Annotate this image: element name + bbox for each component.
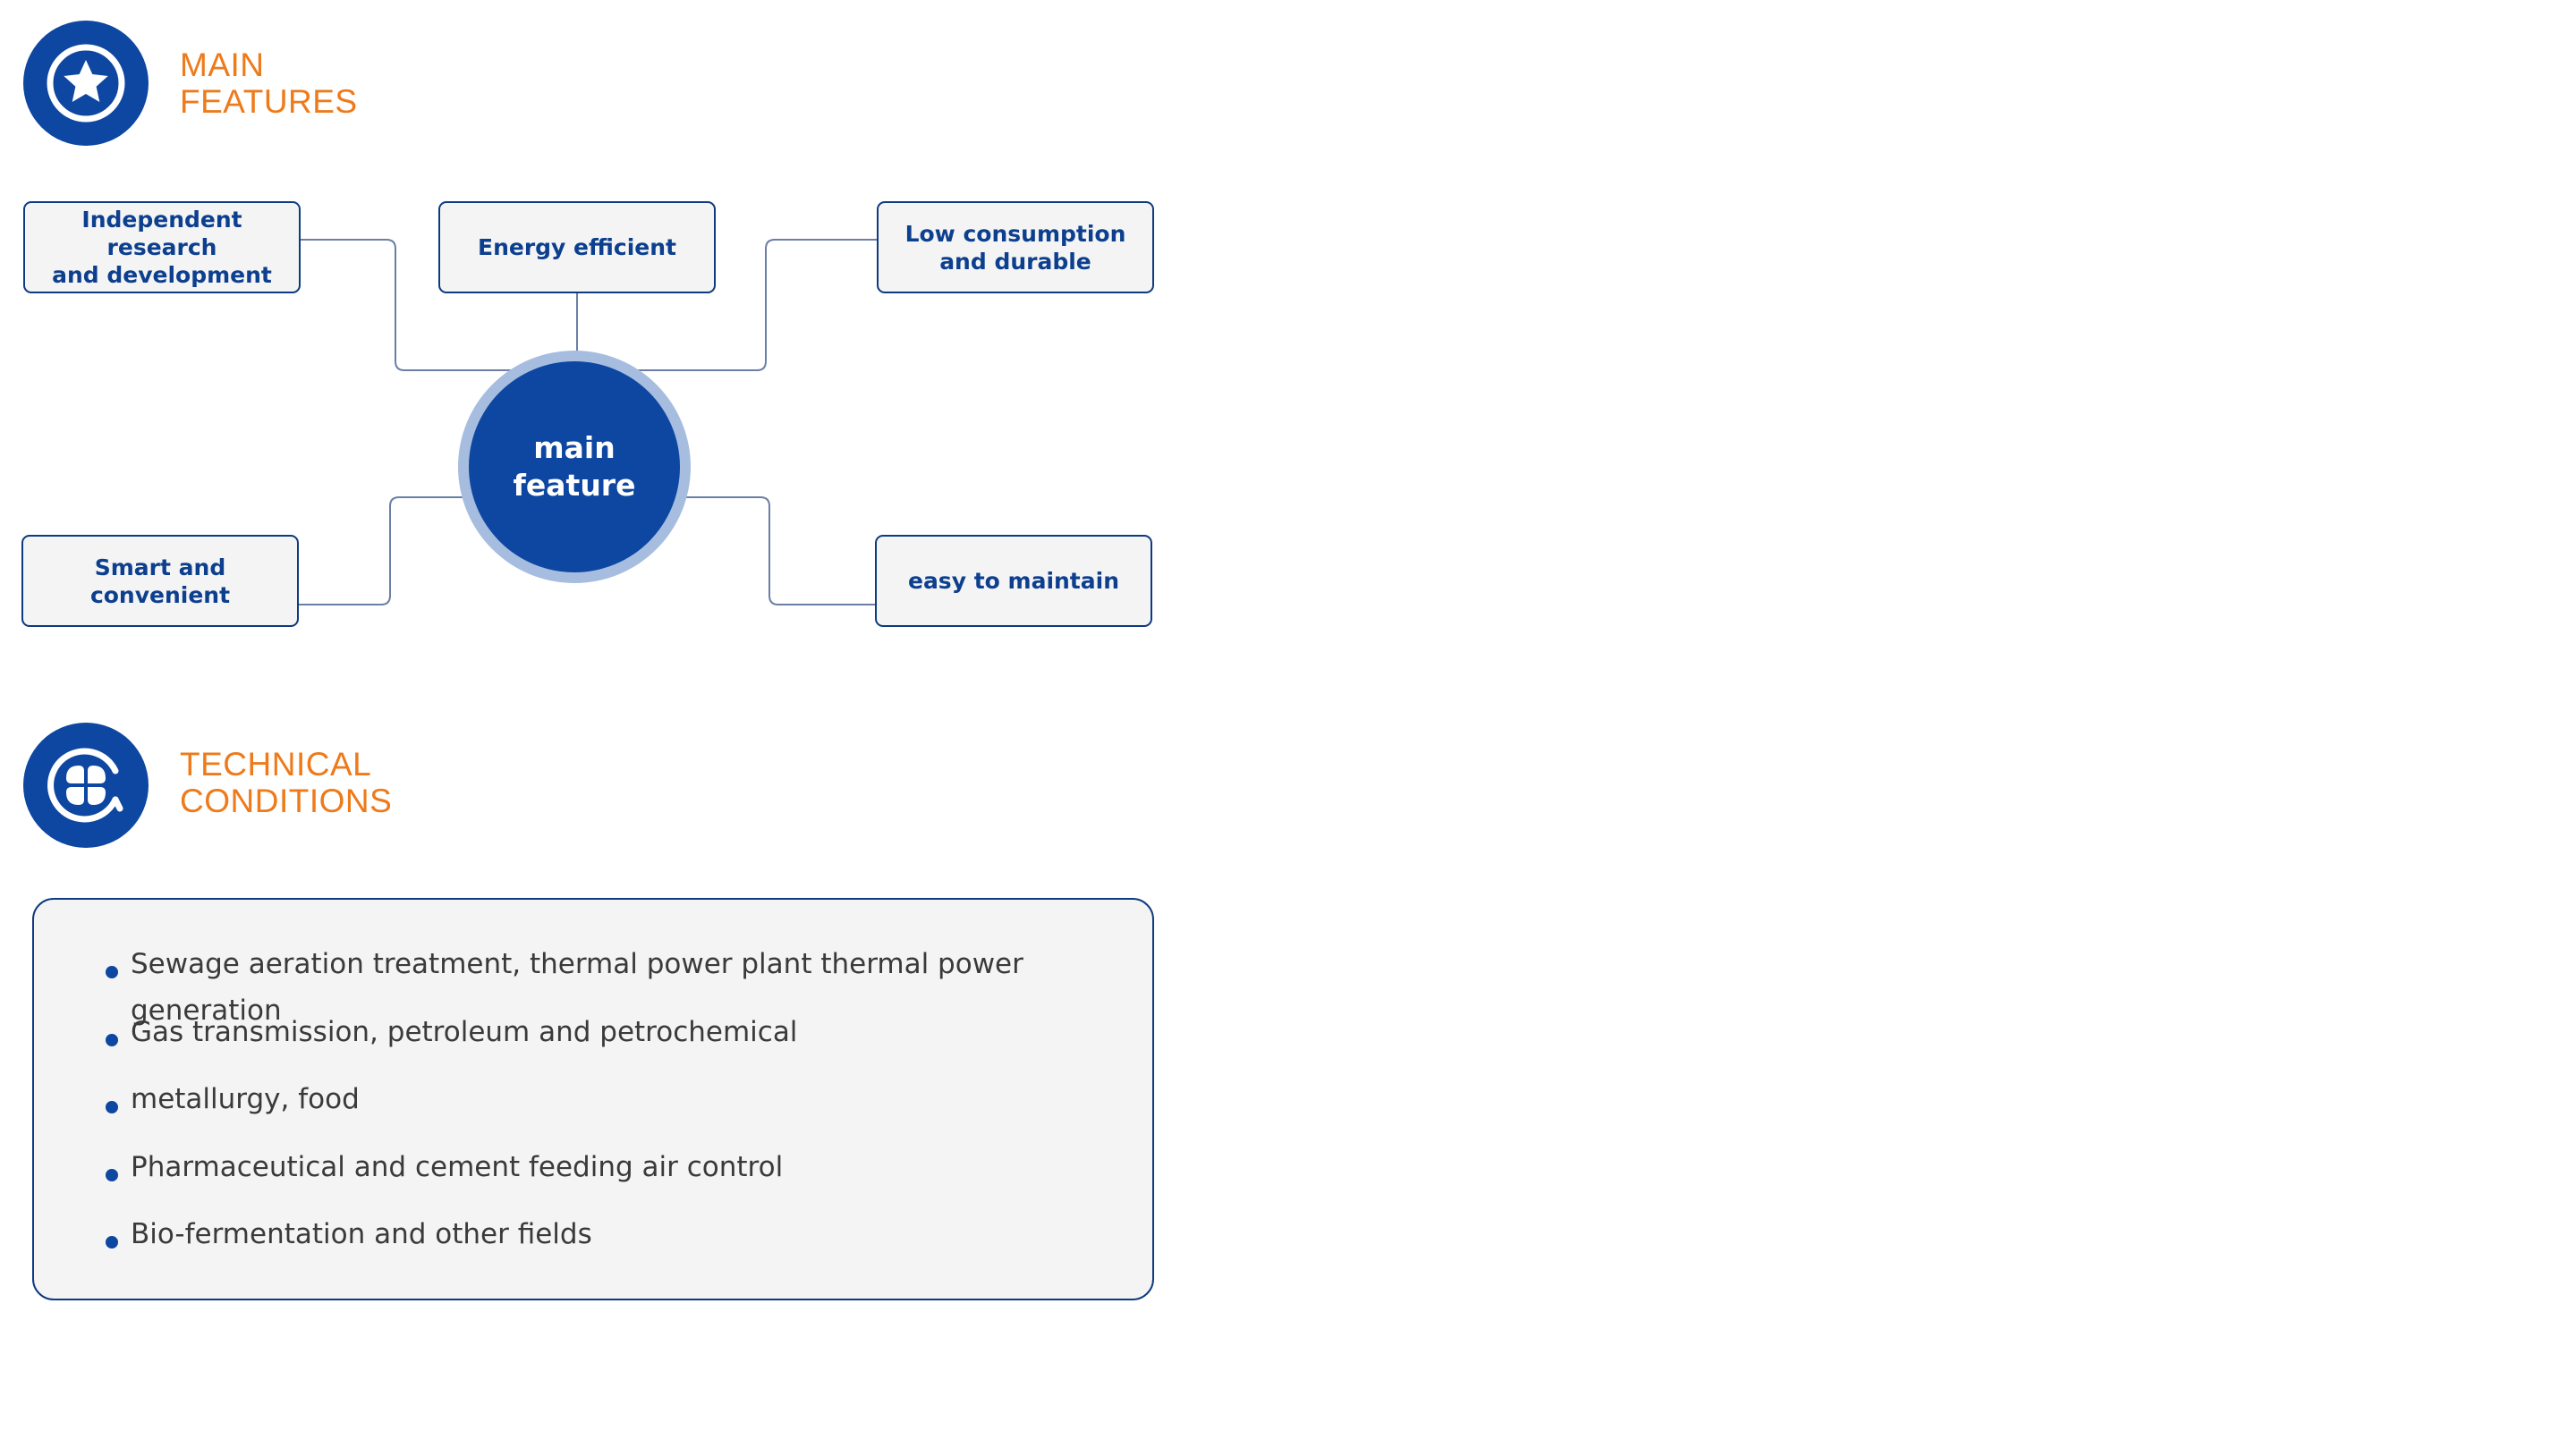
list-item: Bio-fermentation and other fields [70, 1211, 1152, 1279]
main-features-title: MAIN FEATURES [180, 47, 358, 120]
technical-conditions-panel: Sewage aeration treatment, thermal power… [32, 898, 1154, 1300]
connector-smart [299, 496, 463, 605]
main-feature-circle: main feature [469, 361, 680, 572]
bullet-dot [106, 1101, 118, 1113]
list-item: Pharmaceutical and cement feeding air co… [70, 1144, 1152, 1212]
feature-box-easy: easy to maintain [875, 535, 1152, 627]
list-item: Sewage aeration treatment, thermal power… [70, 941, 1152, 1027]
feature-box-smart: Smart and convenient [21, 535, 299, 627]
star-icon [47, 44, 125, 123]
list-item-text: Gas transmission, petroleum and petroche… [131, 1015, 798, 1048]
four-leaf-icon [47, 748, 123, 823]
main-feature-ring: main feature [458, 351, 691, 583]
feature-label-low-line2: and durable [939, 248, 1091, 275]
list-item: Gas transmission, petroleum and petroche… [70, 1009, 1152, 1077]
bullet-dot [106, 1168, 118, 1181]
main-feature-label-line1: main [533, 430, 616, 465]
main-features-title-line1: MAIN [180, 47, 265, 83]
feature-label-easy: easy to maintain [907, 568, 1119, 594]
feature-box-independent: Independent research and development [23, 201, 301, 293]
bullet-dot [106, 1236, 118, 1249]
bullet-dot [106, 966, 118, 978]
technical-conditions-badge [23, 723, 149, 848]
technical-conditions-title: TECHNICAL CONDITIONS [180, 746, 392, 819]
connector-independent [301, 239, 537, 371]
technical-conditions-title-line2: CONDITIONS [180, 783, 393, 819]
feature-label-energy: Energy efficient [478, 234, 676, 260]
feature-box-low-consumption: Low consumption and durable [877, 201, 1154, 293]
list-item: metallurgy, food [70, 1076, 1152, 1144]
list-item-text: Bio-fermentation and other fields [131, 1218, 592, 1250]
feature-label-smart-line1: Smart and [94, 554, 226, 580]
main-features-title-line2: FEATURES [180, 83, 358, 120]
list-item-text: Sewage aeration treatment, thermal power… [131, 948, 1023, 1027]
main-features-badge [23, 21, 149, 146]
bullet-dot [106, 1033, 118, 1046]
connector-low [633, 239, 877, 371]
technical-conditions-title-line1: TECHNICAL [180, 746, 372, 783]
list-item-text: metallurgy, food [131, 1083, 360, 1115]
list-item-text: Pharmaceutical and cement feeding air co… [131, 1150, 784, 1183]
feature-label-low-line1: Low consumption [904, 220, 1126, 247]
main-feature-label-line2: feature [513, 468, 636, 503]
technical-conditions-list: Sewage aeration treatment, thermal power… [34, 900, 1152, 1279]
feature-label-independent-line1: Independent research [81, 207, 242, 260]
feature-label-smart-line2: convenient [89, 581, 231, 608]
connector-easy [685, 496, 875, 605]
feature-label-independent-line2: and development [52, 262, 272, 288]
feature-box-energy: Energy efficient [438, 201, 716, 293]
